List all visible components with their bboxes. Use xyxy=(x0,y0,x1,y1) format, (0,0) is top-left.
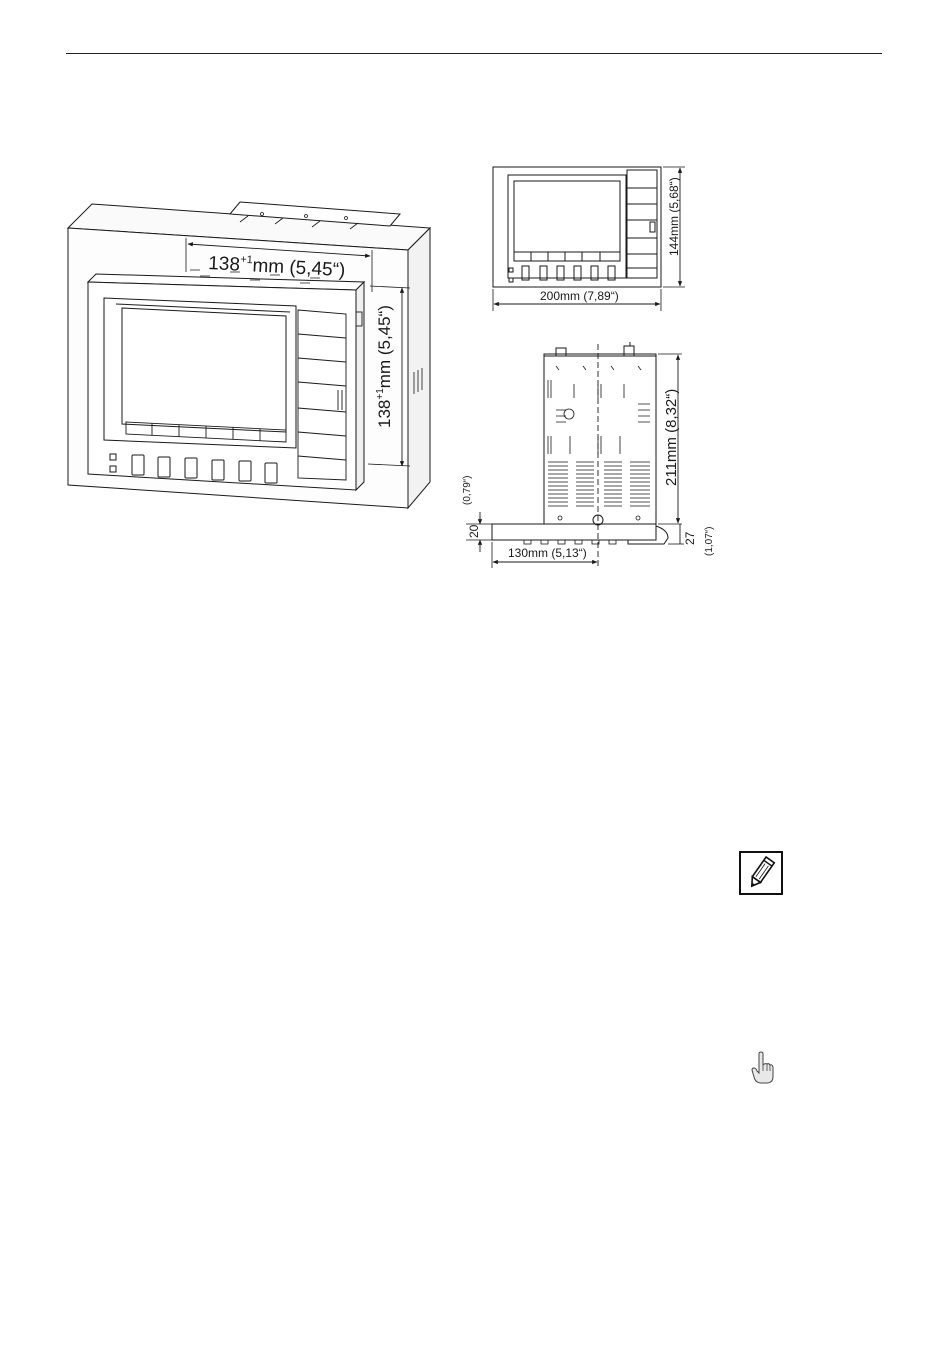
bezel-thickness-inch: (0,79“) xyxy=(462,476,473,505)
side-view xyxy=(466,342,684,568)
bezel-thickness-value: 20 xyxy=(467,524,481,538)
front-height-label: 144mm (5,68“) xyxy=(667,177,681,256)
bezel-plate xyxy=(492,524,656,540)
rear-offset-inch: (1,07“) xyxy=(704,527,715,556)
cutout-height-base: 138 xyxy=(375,400,394,428)
display-screen xyxy=(122,308,286,432)
pencil-note-icon xyxy=(739,851,783,895)
half-depth-label: 130mm (5,13“) xyxy=(508,546,587,560)
side-depth-label: 211mm (8,32“) xyxy=(663,389,680,486)
pointing-hand-icon xyxy=(748,1051,776,1085)
cutout-width-tol: +1 xyxy=(240,254,253,267)
svg-text:138+1mm (5,45“): 138+1mm (5,45“) xyxy=(375,305,394,428)
rear-offset-value: 27 xyxy=(683,531,697,545)
cutout-width-base: 138 xyxy=(208,253,241,276)
cutout-height-unit: mm (5,45“) xyxy=(375,305,394,388)
front-width-label: 200mm (7,89“) xyxy=(540,289,619,303)
cutout-height-tol: +1 xyxy=(375,388,386,400)
